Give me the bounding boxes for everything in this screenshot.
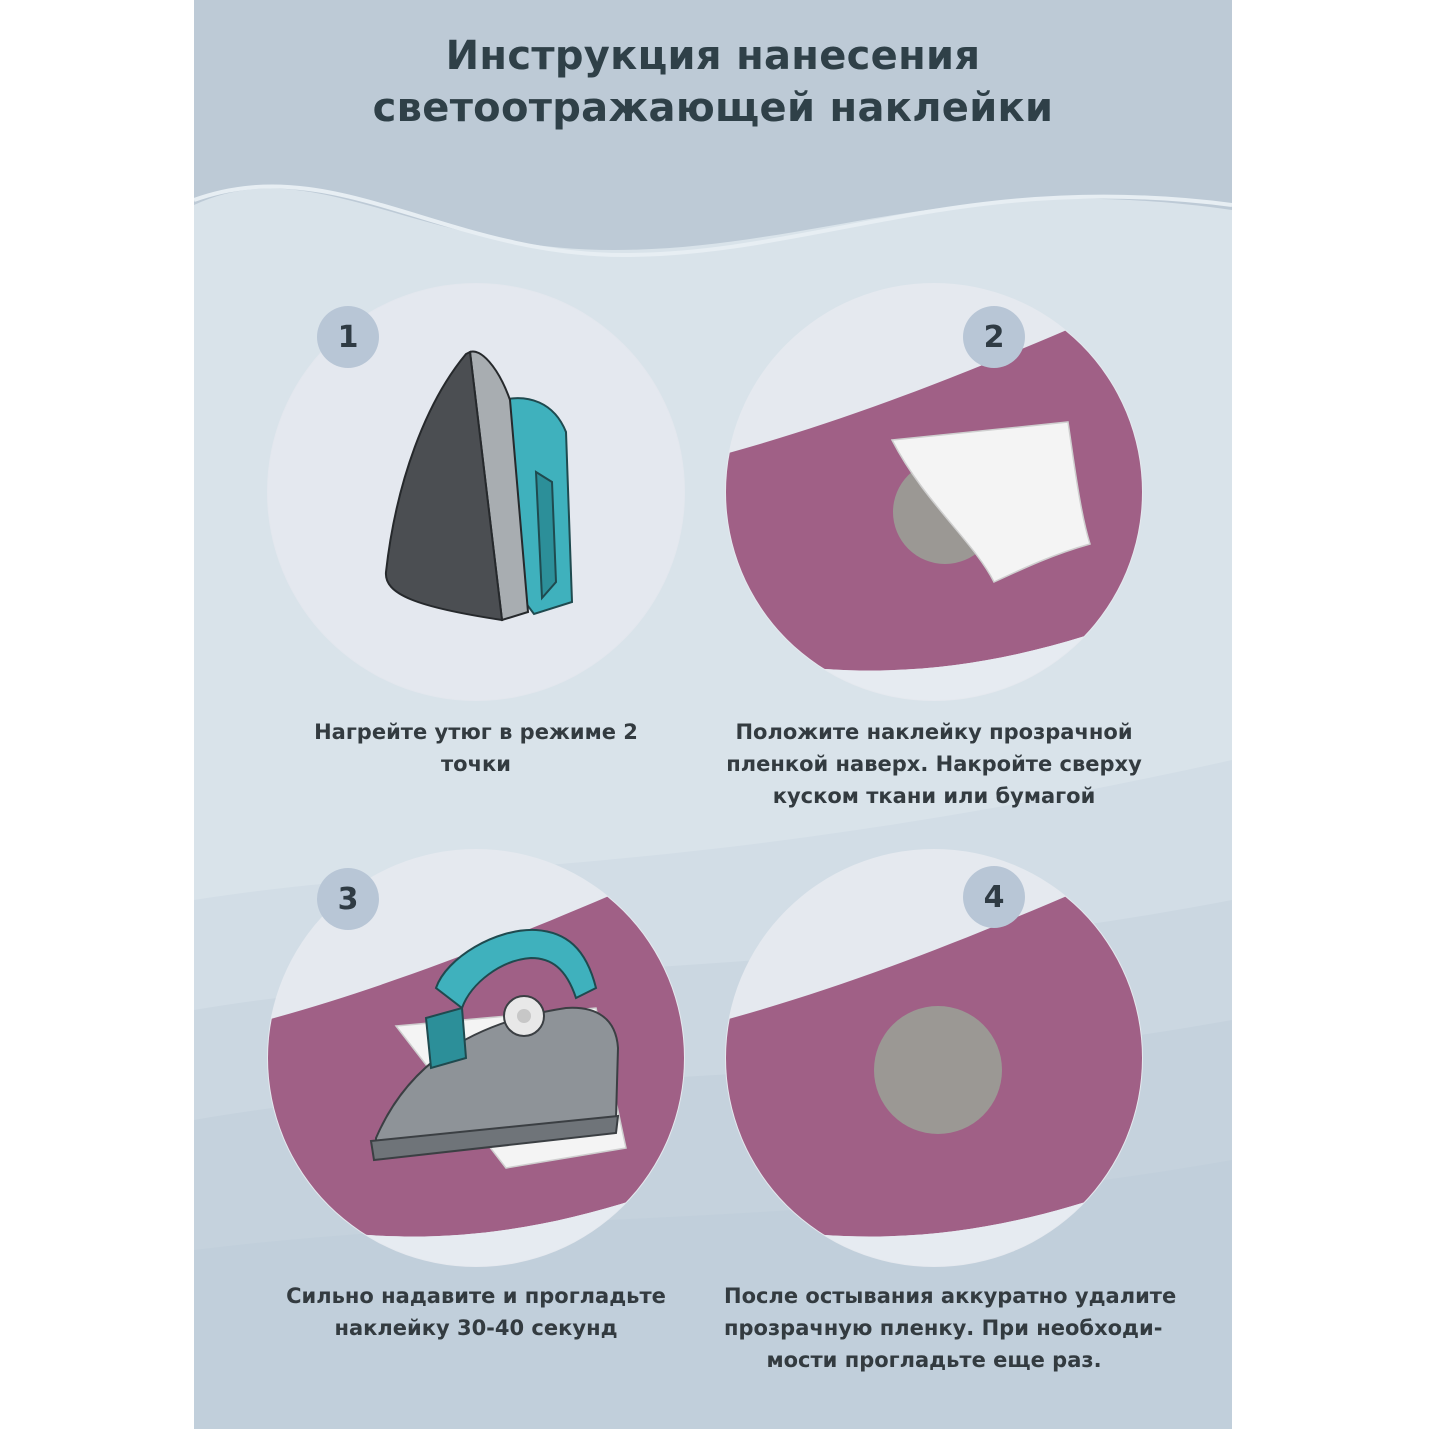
title-line-2: светоотражающей наклейки	[372, 85, 1054, 131]
step-3-number-badge: 3	[317, 868, 379, 930]
ironing-icon	[369, 928, 620, 1162]
step-4-illustration: 4	[724, 848, 1144, 1268]
step-3-caption-line: наклейку 30-40 секунд	[334, 1316, 618, 1340]
step-1-caption: Нагрейте утюг в режиме 2 точки	[266, 716, 686, 780]
step-2-caption-line: Положите наклейку прозрачной	[735, 720, 1133, 744]
step-3-illustration: 3	[266, 848, 686, 1268]
step-2-caption-line: куском ткани или бумагой	[772, 784, 1096, 808]
step-3-caption-line: Сильно надавите и прогладьте	[286, 1284, 666, 1308]
step-1-number-badge: 1	[317, 306, 379, 368]
step-2-caption: Положите наклейку прозрачной пленкой нав…	[724, 716, 1144, 812]
sticker-with-film-icon	[890, 421, 1091, 583]
step-2-caption-line: пленкой наверх. Накройте сверху	[726, 752, 1142, 776]
step-1-caption-line: Нагрейте утюг в режиме 2	[314, 720, 638, 744]
step-3-caption: Сильно надавите и прогладьте наклейку 30…	[266, 1280, 686, 1344]
step-1-illustration: 1	[266, 282, 686, 702]
step-4-caption: После остывания аккуратно удалите прозра…	[724, 1280, 1177, 1376]
step-4-number-badge: 4	[963, 866, 1025, 928]
step-1-caption-line: точки	[441, 752, 511, 776]
step-4-caption-line: После остывания аккуратно удалите	[724, 1284, 1177, 1308]
step-4-caption-line: мости прогладьте еще раз.	[766, 1348, 1102, 1372]
step-2-number-badge: 2	[963, 306, 1025, 368]
title-line-1: Инструкция нанесения	[445, 33, 981, 79]
page-title: Инструкция нанесения светоотражающей нак…	[194, 30, 1232, 134]
iron-icon	[384, 350, 574, 622]
step-4-caption-line: прозрачную пленку. При необходи-	[724, 1316, 1163, 1340]
reflective-patch-icon	[874, 1006, 1002, 1134]
step-2-illustration: 2	[724, 282, 1144, 702]
instruction-card: Инструкция нанесения светоотражающей нак…	[194, 0, 1232, 1429]
